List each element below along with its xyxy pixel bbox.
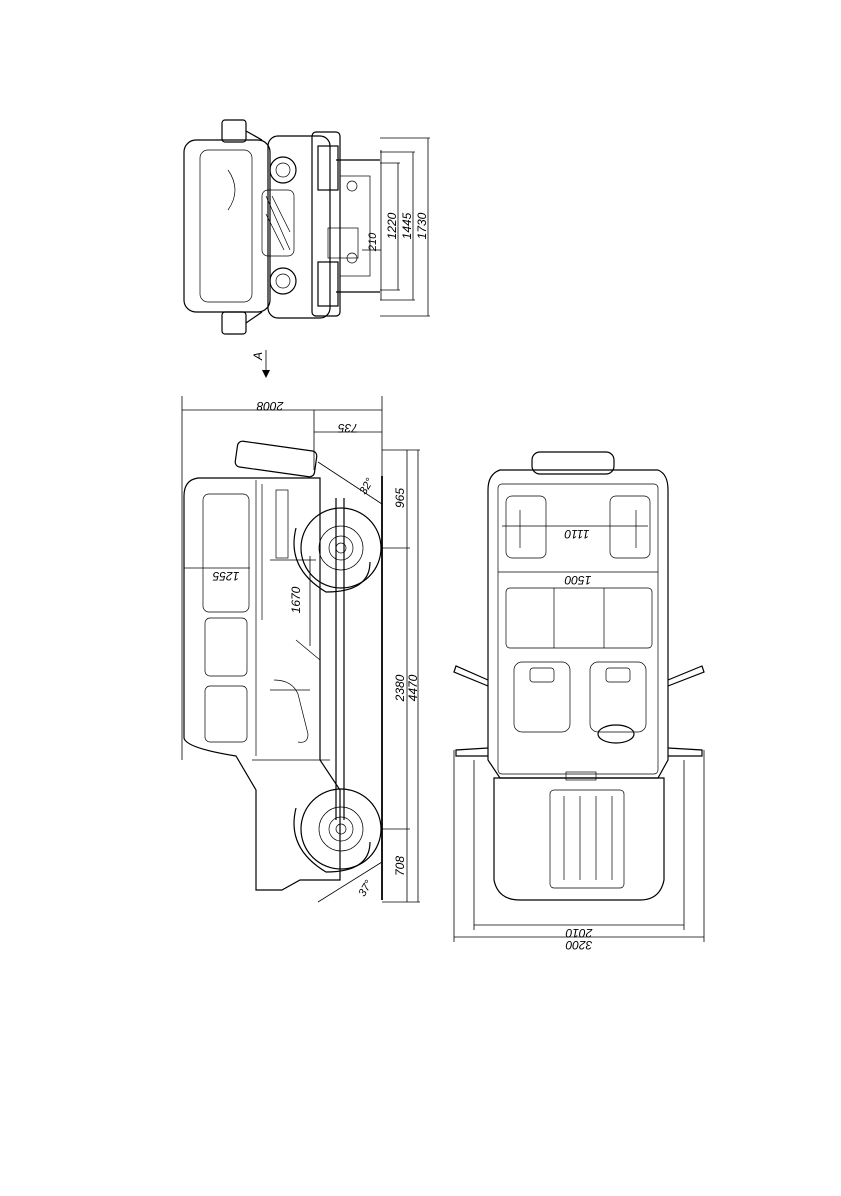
view-marker-label: A (251, 352, 265, 361)
dim-wheel-track: 1445 (400, 212, 414, 239)
dim-track: 1220 (385, 212, 399, 239)
dim-clearance: 210 (367, 232, 379, 252)
dim-front-overhang: 965 (393, 488, 407, 508)
view-marker: A (251, 350, 270, 378)
side-view: 2008 735 965 2380 4470 708 1255 1670 32°… (182, 396, 420, 902)
dim-departure-angle: 37° (357, 878, 376, 899)
dim-width: 1730 (415, 212, 429, 239)
dim-mirror-width: 3200 (565, 938, 592, 952)
front-view: 1220 1445 1730 210 (184, 120, 430, 334)
dim-seat-height: 1255 (212, 569, 239, 583)
dim-seat-span: 1110 (564, 527, 589, 541)
top-view: 1110 1500 2010 3200 (454, 452, 704, 952)
dim-rear-width: 1500 (564, 573, 591, 587)
dim-approach-angle: 32° (358, 476, 377, 497)
dim-rear-overhang-height: 735 (338, 421, 358, 435)
dim-rear-overhang: 708 (393, 856, 407, 876)
dim-height: 2008 (256, 399, 284, 413)
dim-inner-length: 1670 (289, 586, 303, 613)
dim-length: 4470 (406, 674, 420, 701)
dim-wheelbase: 2380 (393, 674, 407, 702)
dim-body-width: 2010 (565, 926, 593, 940)
